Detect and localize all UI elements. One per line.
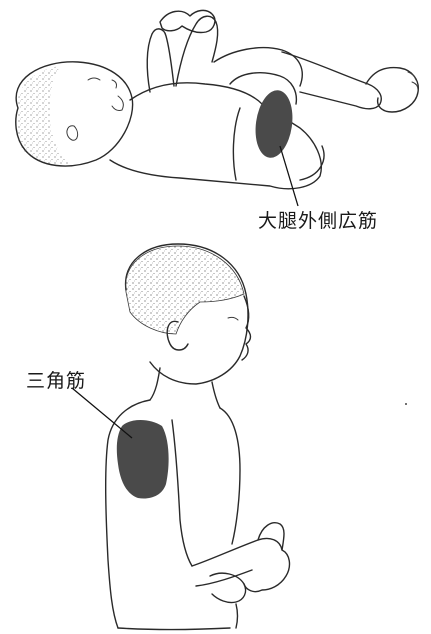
- child-lower-body: [118, 604, 238, 630]
- child-face-profile: [242, 296, 251, 360]
- child-forearm: [192, 538, 282, 586]
- infant-nose: [112, 80, 117, 88]
- infant-figure: [16, 10, 418, 206]
- infant-eye: [88, 78, 100, 80]
- infant-arm-left: [147, 29, 174, 92]
- child-neck: [150, 368, 220, 408]
- child-hand: [244, 523, 289, 592]
- speck: [405, 403, 407, 405]
- deltoid-muscle-label: 三角筋: [26, 366, 86, 393]
- child-chest: [220, 408, 240, 544]
- infant-hands: [160, 10, 215, 32]
- infant-hair-shading: [17, 66, 70, 165]
- child-lower-hand: [210, 573, 246, 602]
- infant-thigh: [214, 48, 302, 86]
- infant-foot: [366, 68, 418, 112]
- child-upper-arm: [172, 420, 192, 566]
- thigh-muscle-label: 大腿外側広筋: [258, 206, 378, 233]
- infant-ear: [67, 126, 78, 140]
- thigh-label-pointer: [280, 146, 298, 206]
- child-eye: [228, 317, 238, 320]
- thigh-muscle-region: [251, 88, 296, 160]
- infant-mouth: [112, 96, 123, 111]
- child-figure: [72, 244, 289, 630]
